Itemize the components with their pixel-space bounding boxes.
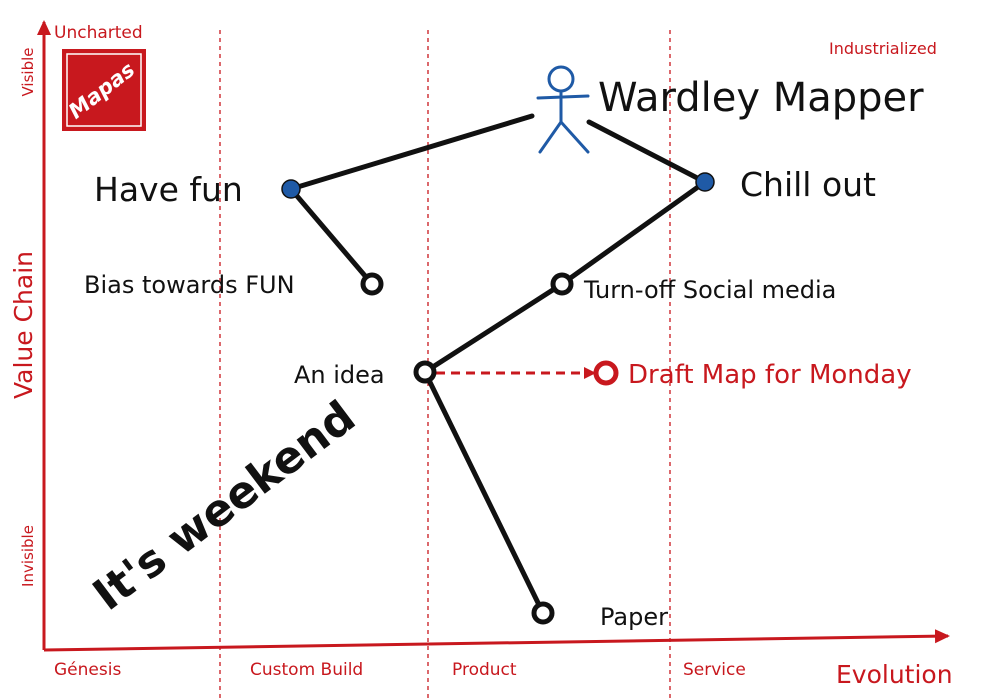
node-draft-map — [593, 360, 619, 386]
label-social-media: Turn-off Social media — [583, 276, 836, 304]
label-idea: An idea — [294, 361, 385, 389]
axes — [37, 20, 950, 652]
node-chill-out — [695, 172, 715, 192]
link-chillout-social — [559, 179, 708, 287]
links — [288, 113, 708, 616]
mapas-logo: Mapas — [62, 49, 146, 131]
node-have-fun — [281, 179, 301, 199]
label-have-fun: Have fun — [94, 170, 243, 209]
annotation-weekend: It's weekend — [84, 391, 365, 620]
user-icon — [536, 65, 590, 154]
visible-label: Visible — [19, 48, 37, 97]
x-axis — [43, 629, 950, 652]
node-bias-fun — [360, 272, 384, 296]
evolution-label: Evolution — [836, 660, 953, 689]
user-label: Wardley Mapper — [598, 75, 924, 121]
node-paper — [531, 601, 555, 625]
invisible-label: Invisible — [19, 525, 37, 587]
link-idea-paper — [422, 369, 546, 616]
value-chain-label: Value Chain — [9, 251, 38, 399]
stage-custom-build: Custom Build — [250, 660, 363, 680]
uncharted-label: Uncharted — [54, 23, 143, 43]
label-draft-map: Draft Map for Monday — [628, 360, 912, 390]
link-user-havefun — [288, 113, 535, 192]
label-chill-out: Chill out — [740, 165, 876, 204]
logo-box — [62, 49, 146, 131]
label-bias-fun: Bias towards FUN — [84, 271, 295, 299]
link-user-chillout — [586, 119, 708, 185]
stage-service: Service — [683, 660, 746, 680]
label-paper: Paper — [600, 603, 668, 631]
link-social-idea — [422, 281, 565, 375]
node-idea — [413, 360, 437, 384]
node-social-media — [550, 272, 574, 296]
industrialized-label: Industrialized — [829, 39, 937, 58]
stage-product: Product — [452, 660, 517, 680]
link-havefun-bias — [288, 186, 375, 287]
component-nodes — [360, 272, 574, 625]
stage-genesis: Génesis — [54, 660, 121, 680]
